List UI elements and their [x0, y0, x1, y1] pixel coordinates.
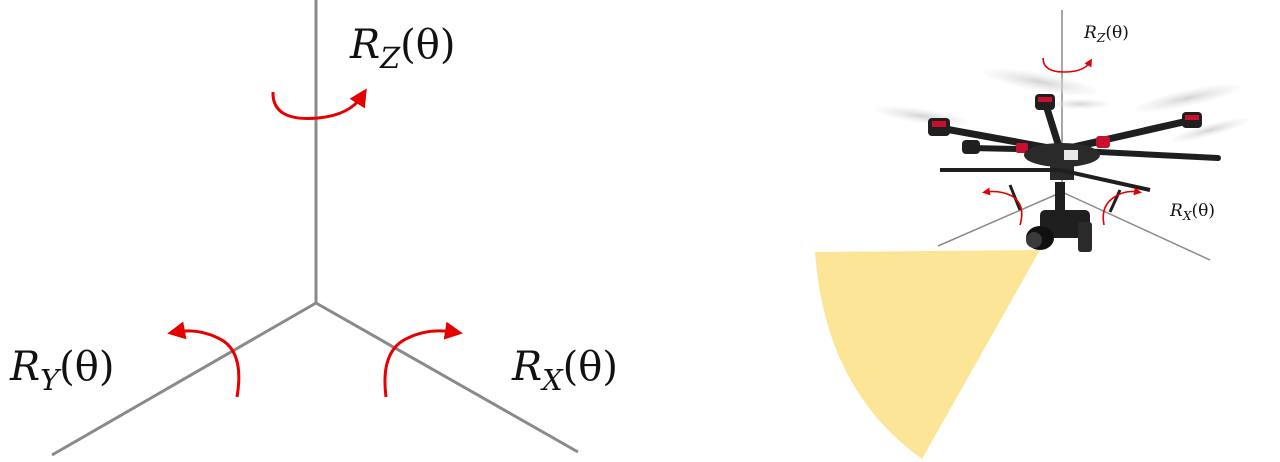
rz-label: RZ(θ) — [349, 22, 455, 75]
ry-label: RY(θ) — [9, 344, 114, 397]
rotation-arrow-icon — [982, 187, 1023, 226]
x-axis — [315, 301, 579, 454]
drone-rx-label: RX(θ) — [1169, 201, 1215, 223]
rotation-arrow-icon — [167, 321, 241, 398]
y-axis — [51, 301, 317, 457]
drone-icon — [874, 68, 1249, 252]
rotation-arrow-icon — [383, 321, 463, 398]
camera-icon — [1026, 182, 1092, 252]
field-of-view-icon — [815, 250, 1040, 459]
drone-diagram: RZ(θ) RX(θ) — [815, 10, 1249, 459]
drone-y-axis — [937, 191, 1063, 247]
rotation-arrow-icon — [1102, 187, 1142, 226]
rotation-arrow-icon — [271, 88, 367, 120]
rx-label: RX(θ) — [511, 344, 618, 397]
left-axes-diagram: RZ(θ) RY(θ) RX(θ) — [9, 0, 618, 457]
drone-rz-label: RZ(θ) — [1083, 23, 1129, 45]
drone-x-axis — [1061, 191, 1211, 261]
rotation-arrow-icon — [1042, 57, 1093, 73]
